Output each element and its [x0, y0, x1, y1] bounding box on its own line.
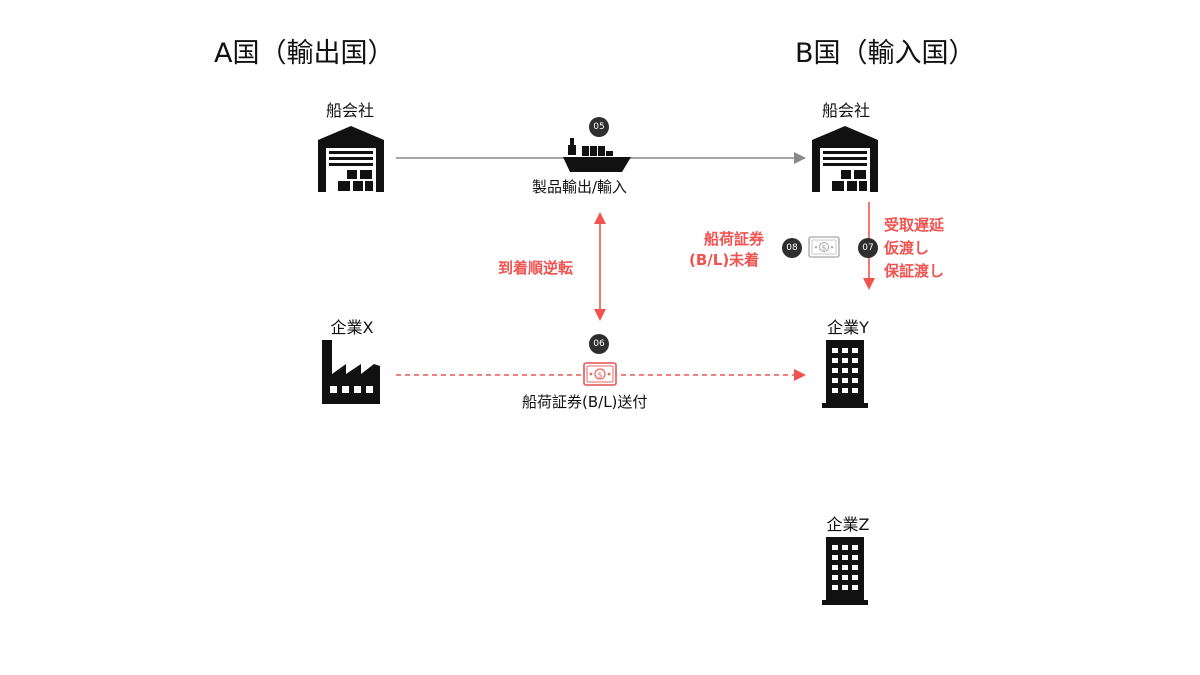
step-08-label-line2: (B/L)未着 — [689, 251, 760, 269]
banknote-icon: $ — [583, 362, 617, 386]
step-08-label-line1: 船荷証券 — [704, 230, 765, 248]
company-x-label: 企業X — [330, 318, 374, 337]
office-building-icon — [822, 340, 868, 408]
factory-icon — [322, 340, 380, 404]
warehouse-icon — [812, 126, 878, 192]
company-z-label: 企業Z — [826, 515, 870, 534]
step-05-label: 製品輸出/輸入 — [532, 178, 628, 196]
svg-text:$: $ — [822, 244, 826, 252]
svg-text:$: $ — [597, 371, 602, 380]
step-05-badge: 05 — [589, 117, 609, 137]
cargo-ship-icon — [563, 138, 631, 172]
step-06-badge: 06 — [589, 334, 609, 354]
banknote-icon: $ — [808, 236, 840, 258]
country-b-title: B国（輸入国） — [795, 38, 976, 69]
step-06-label: 船荷証券(B/L)送付 — [522, 393, 648, 411]
shipping-company-a-label: 船会社 — [325, 101, 374, 120]
step-08-badge: 08 — [782, 238, 802, 258]
step-07-badge: 07 — [858, 238, 878, 258]
shipping-company-b-label: 船会社 — [821, 101, 870, 120]
reversal-label: 到着順逆転 — [498, 259, 574, 277]
step-07-label-line3: 保証渡し — [884, 262, 945, 280]
step-07-label-line2: 仮渡し — [884, 239, 930, 257]
warehouse-icon — [318, 126, 384, 192]
step-07-label-line1: 受取遅延 — [884, 216, 945, 234]
office-building-icon — [822, 537, 868, 605]
country-a-title: A国（輸出国） — [214, 38, 395, 69]
company-y-label: 企業Y — [827, 318, 869, 337]
